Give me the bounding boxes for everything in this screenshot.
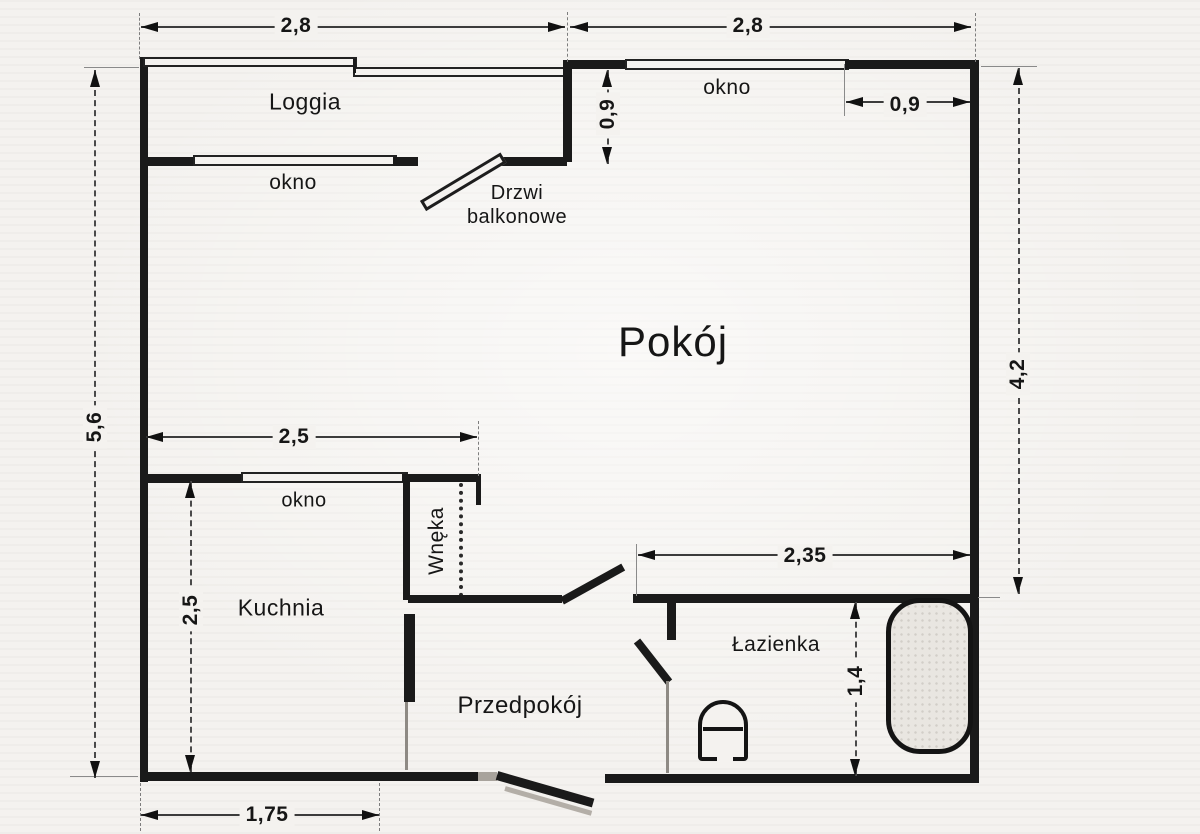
toilet-bottom-gap — [717, 756, 733, 762]
arrowhead — [90, 70, 100, 87]
loggia-railing-upper — [143, 57, 357, 67]
dim-kuchnia-bottom-width: 1,75 — [239, 803, 295, 827]
arrowhead — [362, 810, 379, 820]
arrowhead — [571, 22, 588, 32]
arrowhead — [850, 602, 860, 619]
arrowhead — [602, 147, 612, 164]
label-wneka: Wnęka — [425, 507, 448, 575]
wall-exterior-right — [970, 60, 979, 781]
arrowhead — [185, 755, 195, 772]
dim-top-right-width: 2,8 — [726, 14, 770, 38]
wall-przedpokoj-top — [408, 595, 562, 603]
arrowhead — [185, 481, 195, 498]
extension-line — [478, 421, 479, 476]
loggia-railing-step — [353, 59, 356, 73]
label-okno-loggia: okno — [269, 171, 317, 194]
dim-loggia-wall-depth: 0,9 — [596, 92, 620, 136]
label-okno-pokoj: okno — [703, 76, 751, 99]
wall-loggia-pokoj — [563, 60, 572, 162]
extension-line — [70, 776, 138, 777]
label-okno-kuchnia: okno — [281, 489, 327, 512]
toilet — [698, 700, 748, 762]
arrowhead — [141, 810, 158, 820]
arrowhead — [638, 550, 655, 560]
label-przedpokoj: Przedpokój — [457, 692, 583, 719]
arrowhead — [953, 97, 970, 107]
toilet-seat-line — [703, 727, 743, 731]
door-opening-lazienka — [666, 681, 669, 773]
wall-bottom-jamb — [478, 772, 497, 781]
extension-line — [84, 67, 139, 68]
arrowhead — [141, 22, 158, 32]
extension-line — [978, 597, 1000, 598]
arrowhead — [548, 22, 565, 32]
dim-kuchnia-width: 2,5 — [272, 425, 316, 449]
door-opening-kuchnia — [405, 702, 408, 770]
arrowhead — [1013, 577, 1023, 594]
extension-line — [139, 13, 140, 59]
dim-lazienka-width: 2,35 — [777, 544, 833, 568]
dim-pokoj-depth: 4,2 — [1006, 352, 1030, 396]
arrowhead — [460, 432, 477, 442]
window-loggia — [193, 155, 397, 166]
label-loggia: Loggia — [268, 88, 342, 115]
wall-loggia-bottom-left — [143, 157, 195, 166]
wall-exterior-left — [140, 57, 148, 782]
arrowhead — [1013, 68, 1023, 85]
dim-line-top-right — [570, 26, 971, 28]
extension-line — [975, 13, 976, 62]
extension-line — [567, 12, 568, 62]
arrowhead — [146, 432, 163, 442]
wall-loggia-bottom-right — [500, 157, 567, 166]
label-pokoj: Pokój — [617, 318, 729, 365]
wall-pokoj-top-right — [845, 60, 975, 69]
wall-loggia-bottom-mid — [393, 157, 418, 166]
wall-kuchnia-right — [403, 477, 410, 600]
arrowhead — [90, 761, 100, 778]
arrowhead — [953, 550, 970, 560]
window-pokoj — [625, 59, 849, 70]
dim-okno-offset: 0,9 — [883, 93, 927, 117]
extension-line — [844, 64, 845, 116]
wall-lazienka-top — [633, 594, 973, 603]
bathtub — [886, 598, 973, 754]
wall-kuchnia-top-left — [143, 474, 243, 483]
wall-kuchnia-top-right — [402, 474, 480, 482]
extension-line — [379, 783, 380, 831]
loggia-railing-lower — [353, 67, 569, 77]
wall-exterior-bottom-left — [140, 772, 478, 781]
dim-line-top-left — [141, 26, 565, 28]
window-kuchnia — [241, 472, 408, 483]
wall-lazienka-left-stub — [667, 602, 676, 640]
dim-top-left-width: 2,8 — [274, 14, 318, 38]
dim-left-total-height: 5,6 — [83, 405, 107, 449]
dim-kuchnia-depth: 2,5 — [179, 588, 203, 632]
label-drzwi-balkonowe: Drzwi balkonowe — [466, 182, 568, 228]
dim-lazienka-depth: 1,4 — [844, 659, 868, 703]
extension-line — [140, 783, 141, 831]
dim-line-pokoj-depth — [1018, 68, 1020, 594]
extension-line — [981, 66, 1037, 67]
door-leaf-lazienka — [633, 638, 673, 685]
arrowhead — [846, 97, 863, 107]
extension-line — [636, 544, 637, 596]
wall-wneka-tick — [476, 474, 481, 505]
door-leaf-pokoj — [560, 563, 626, 605]
wneka-dotted-boundary — [459, 483, 463, 597]
arrowhead — [602, 70, 612, 87]
arrowhead — [954, 22, 971, 32]
door-leaf-kuchnia — [404, 614, 415, 702]
arrowhead — [850, 759, 860, 776]
wall-exterior-bottom-right — [605, 774, 979, 783]
wall-pokoj-top-left — [566, 60, 627, 69]
label-lazienka: Łazienka — [731, 633, 821, 656]
label-kuchnia: Kuchnia — [237, 594, 325, 621]
